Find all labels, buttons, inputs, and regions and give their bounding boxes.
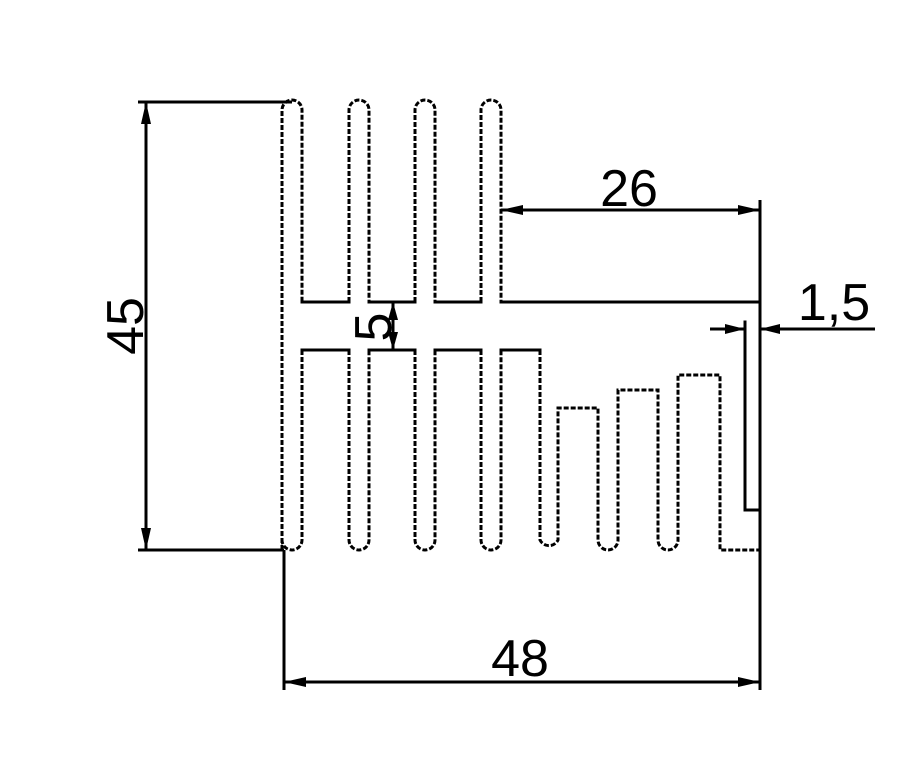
dimension-label-channel-depth: 26 [600, 160, 658, 218]
dimension-channel-depth: 26 [501, 160, 762, 302]
upper-fin-4 [479, 98, 503, 302]
lower-fin-2 [347, 350, 371, 552]
dimension-label-base-gap: 5 [345, 313, 403, 342]
dimension-height: 45 [97, 100, 292, 552]
lower-fin-3 [413, 350, 437, 552]
dimension-wall-thickness: 1,5 [710, 274, 875, 334]
dimension-width: 48 [282, 550, 762, 690]
lower-fin-4 [479, 350, 503, 552]
lower-fin-1 [280, 350, 304, 552]
dimension-label-height: 45 [97, 297, 155, 355]
lower-fin-5 [538, 350, 760, 552]
right-wall-slot [743, 320, 762, 512]
upper-fin-1 [280, 98, 304, 550]
upper-fin-2 [347, 98, 371, 302]
dimension-label-wall-thickness: 1,5 [798, 274, 870, 332]
dimension-label-width: 48 [491, 630, 549, 688]
dimension-base-gap: 5 [345, 302, 403, 350]
upper-fin-3 [413, 98, 437, 302]
